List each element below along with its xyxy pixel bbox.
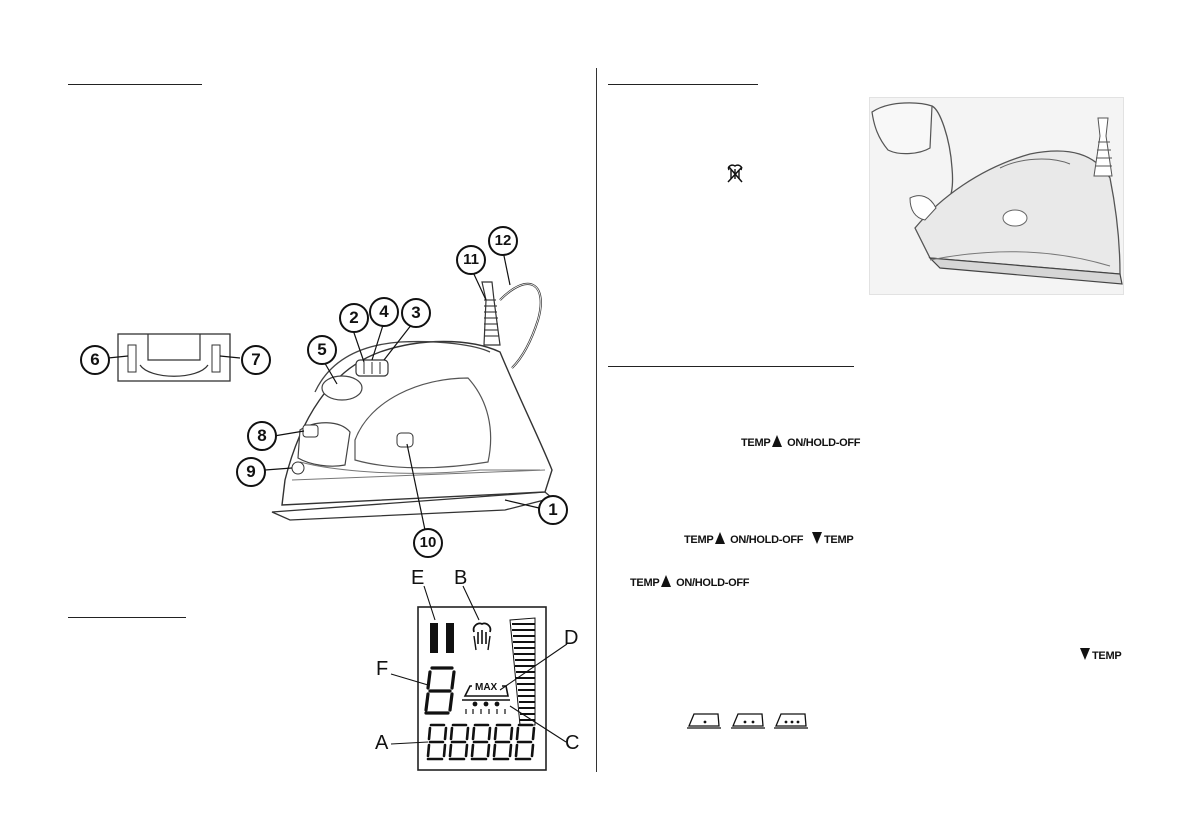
lcd-label-f: F xyxy=(376,658,389,680)
filling-water-photo xyxy=(869,97,1124,295)
lcd-label-e: E xyxy=(411,567,425,589)
temp-up-text-2: TEMP xyxy=(684,534,714,546)
callout-9: 9 xyxy=(236,457,266,487)
lcd-label-d: D xyxy=(564,627,579,649)
anti-calc-icon xyxy=(727,164,743,183)
temp-up-label-1: TEMP ON/HOLD-OFF xyxy=(741,435,861,449)
temp-up-label-2: TEMP ON/HOLD-OFF xyxy=(684,532,804,546)
lcd-label-a: A xyxy=(375,732,389,754)
callout-7: 7 xyxy=(241,345,271,375)
temp-up-label-3: TEMP ON/HOLD-OFF xyxy=(630,575,750,589)
iron-temp-dot-1-icon xyxy=(687,713,721,729)
iron-temp-dot-3-icon xyxy=(774,713,808,729)
callout-11: 11 xyxy=(456,245,486,275)
section-rule-controls xyxy=(608,366,854,367)
up-triangle-icon xyxy=(661,575,672,587)
temp-down-text: TEMP xyxy=(824,534,854,546)
on-hold-off-text: ON/HOLD-OFF xyxy=(787,437,861,449)
lcd-max-text: MAX xyxy=(475,682,498,693)
callout-12: 12 xyxy=(488,226,518,256)
callout-4: 4 xyxy=(369,297,399,327)
section-rule-lcd xyxy=(68,617,186,618)
temp-down-text-2: TEMP xyxy=(1092,650,1122,662)
callout-10: 10 xyxy=(413,528,443,558)
callout-5: 5 xyxy=(307,335,337,365)
callout-3: 3 xyxy=(401,298,431,328)
down-triangle-icon xyxy=(1080,648,1090,660)
down-triangle-icon xyxy=(812,532,822,544)
on-hold-off-text-2: ON/HOLD-OFF xyxy=(730,534,804,546)
callout-1: 1 xyxy=(538,495,568,525)
on-hold-off-text-3: ON/HOLD-OFF xyxy=(676,577,750,589)
temp-up-text: TEMP xyxy=(741,437,771,449)
lcd-label-c: C xyxy=(565,732,580,754)
up-triangle-icon xyxy=(772,435,783,447)
lcd-label-b: B xyxy=(454,567,468,589)
section-rule-top-left xyxy=(68,84,202,85)
column-divider xyxy=(596,68,597,772)
steam-icon xyxy=(472,622,492,651)
up-triangle-icon xyxy=(715,532,726,544)
callout-8: 8 xyxy=(247,421,277,451)
temp-up-text-3: TEMP xyxy=(630,577,660,589)
temp-down-label-1: TEMP xyxy=(810,532,854,546)
callout-2: 2 xyxy=(339,303,369,333)
iron-temp-dot-2-icon xyxy=(731,713,765,729)
section-rule-top-right xyxy=(608,84,758,85)
filling-water-illustration xyxy=(871,102,1123,285)
temp-down-label-2: TEMP xyxy=(1078,648,1122,662)
callout-6: 6 xyxy=(80,345,110,375)
